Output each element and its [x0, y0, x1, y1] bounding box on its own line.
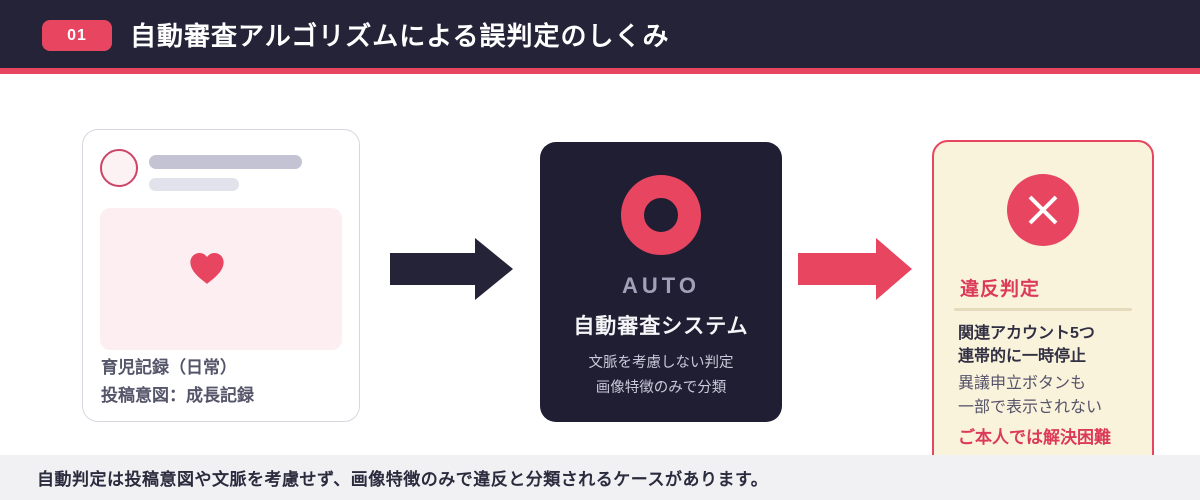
avatar	[100, 149, 138, 187]
verdict-normal-line1: 異議申立ボタンも	[958, 375, 1087, 392]
verdict-bold-line2: 連帯的に一時停止	[958, 348, 1087, 365]
page-title: 自動審査アルゴリズムによる誤判定のしくみ	[130, 20, 670, 51]
verdict-bold-line1: 関連アカウント5つ	[958, 325, 1095, 342]
arrow-right-icon	[798, 238, 912, 300]
accent-divider	[0, 68, 1200, 74]
arrow-right-icon	[390, 238, 513, 300]
verdict-normal-text: 異議申立ボタンも 一部で表示されない	[958, 372, 1102, 420]
step-number-badge: 01	[42, 20, 112, 51]
system-card-description: 文脈を考慮しない判定 画像特徴のみで分類	[589, 351, 734, 401]
system-desc-line2: 画像特徴のみで分類	[595, 380, 727, 396]
auto-review-system-card: AUTO 自動審査システム 文脈を考慮しない判定 画像特徴のみで分類	[540, 142, 782, 422]
auto-ring-icon	[621, 175, 701, 255]
post-caption-line1: 育児記録（日常）	[101, 358, 237, 377]
post-caption-line2: 投稿意図：成長記録	[101, 386, 254, 405]
auto-label: AUTO	[622, 273, 700, 298]
cross-icon	[1007, 174, 1079, 246]
system-desc-line1: 文脈を考慮しない判定	[588, 355, 734, 371]
post-image-area	[100, 208, 342, 350]
footer-note-bar: 自動判定は投稿意図や文脈を考慮せず、画像特徴のみで違反と分類されるケースがありま…	[0, 455, 1200, 500]
username-placeholder-bar	[149, 155, 302, 169]
verdict-divider	[954, 308, 1132, 311]
verdict-normal-line2: 一部で表示されない	[958, 399, 1103, 416]
violation-verdict-card: 違反判定 関連アカウント5つ 連帯的に一時停止 異議申立ボタンも 一部で表示され…	[932, 140, 1154, 480]
post-caption: 育児記録（日常） 投稿意図：成長記録	[101, 354, 254, 410]
footer-note: 自動判定は投稿意図や文脈を考慮せず、画像特徴のみで違反と分類されるケースがありま…	[37, 470, 769, 489]
heart-icon	[190, 252, 224, 284]
header-bar: 01 自動審査アルゴリズムによる誤判定のしくみ	[0, 0, 1200, 68]
system-card-title: 自動審査システム	[573, 315, 749, 338]
subtext-placeholder-bar	[149, 178, 239, 191]
verdict-bold-text: 関連アカウント5つ 連帯的に一時停止	[958, 322, 1095, 368]
post-card: 育児記録（日常） 投稿意図：成長記録	[82, 129, 360, 422]
verdict-warning-text: ご本人では解決困難	[958, 428, 1111, 447]
verdict-title: 違反判定	[960, 279, 1041, 300]
